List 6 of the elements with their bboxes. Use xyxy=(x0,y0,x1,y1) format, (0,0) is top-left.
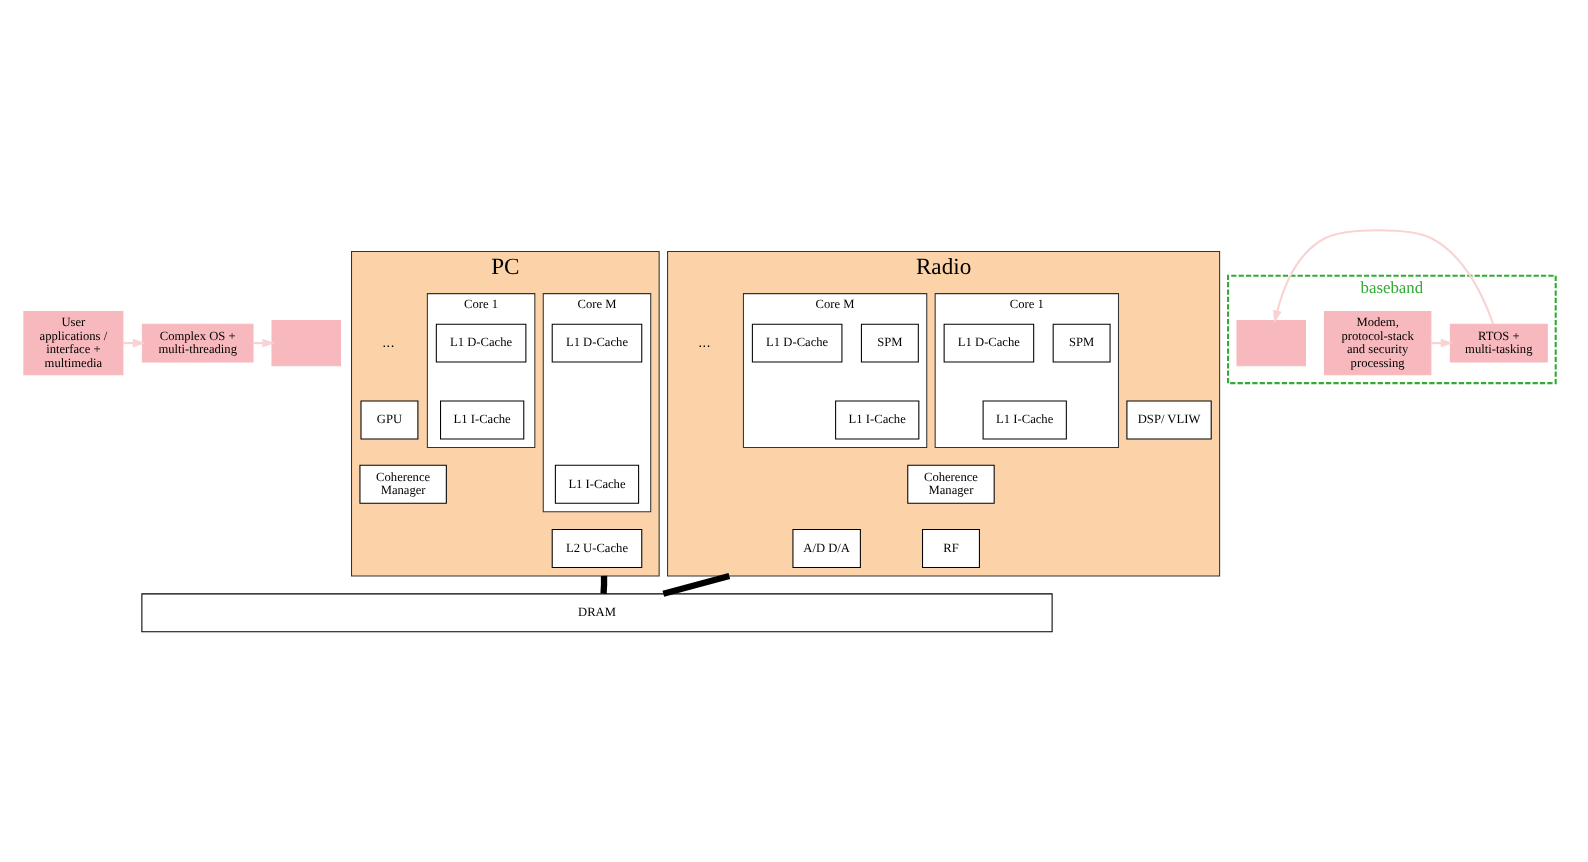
connector xyxy=(600,575,608,594)
arrow xyxy=(1431,338,1454,348)
arrow xyxy=(1273,229,1495,325)
connector xyxy=(662,572,731,597)
node-box xyxy=(1236,319,1306,367)
node-box xyxy=(271,319,341,367)
